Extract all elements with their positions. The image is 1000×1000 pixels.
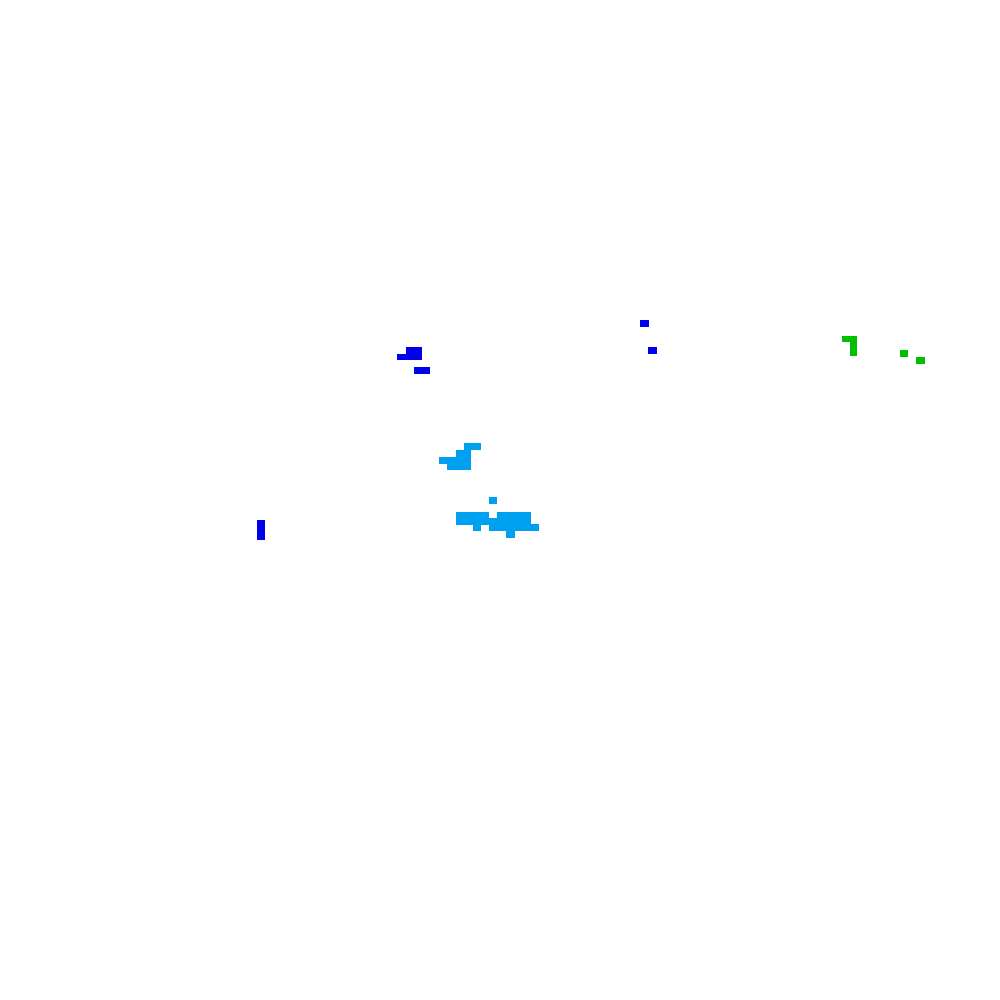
pixel-block bbox=[456, 512, 489, 519]
pixel-block bbox=[464, 443, 481, 450]
pixel-block bbox=[406, 347, 422, 360]
pixel-block bbox=[439, 457, 471, 464]
pixel-block bbox=[640, 320, 649, 327]
pixel-block bbox=[397, 354, 407, 360]
pixel-block bbox=[850, 342, 857, 356]
pixel-block bbox=[842, 336, 857, 342]
pixel-block bbox=[489, 497, 497, 504]
pixel-block bbox=[456, 450, 471, 457]
pixel-block bbox=[916, 357, 925, 364]
pixel-block bbox=[473, 524, 481, 531]
pixel-block bbox=[257, 520, 265, 540]
pixel-block bbox=[648, 347, 657, 354]
pixel-block bbox=[489, 524, 539, 531]
pixel-block bbox=[447, 463, 471, 470]
pixel-block bbox=[900, 350, 908, 357]
pixel-block bbox=[497, 512, 531, 519]
pixel-block bbox=[506, 531, 515, 538]
pixel-block bbox=[456, 518, 531, 525]
pixel-block bbox=[414, 367, 430, 374]
